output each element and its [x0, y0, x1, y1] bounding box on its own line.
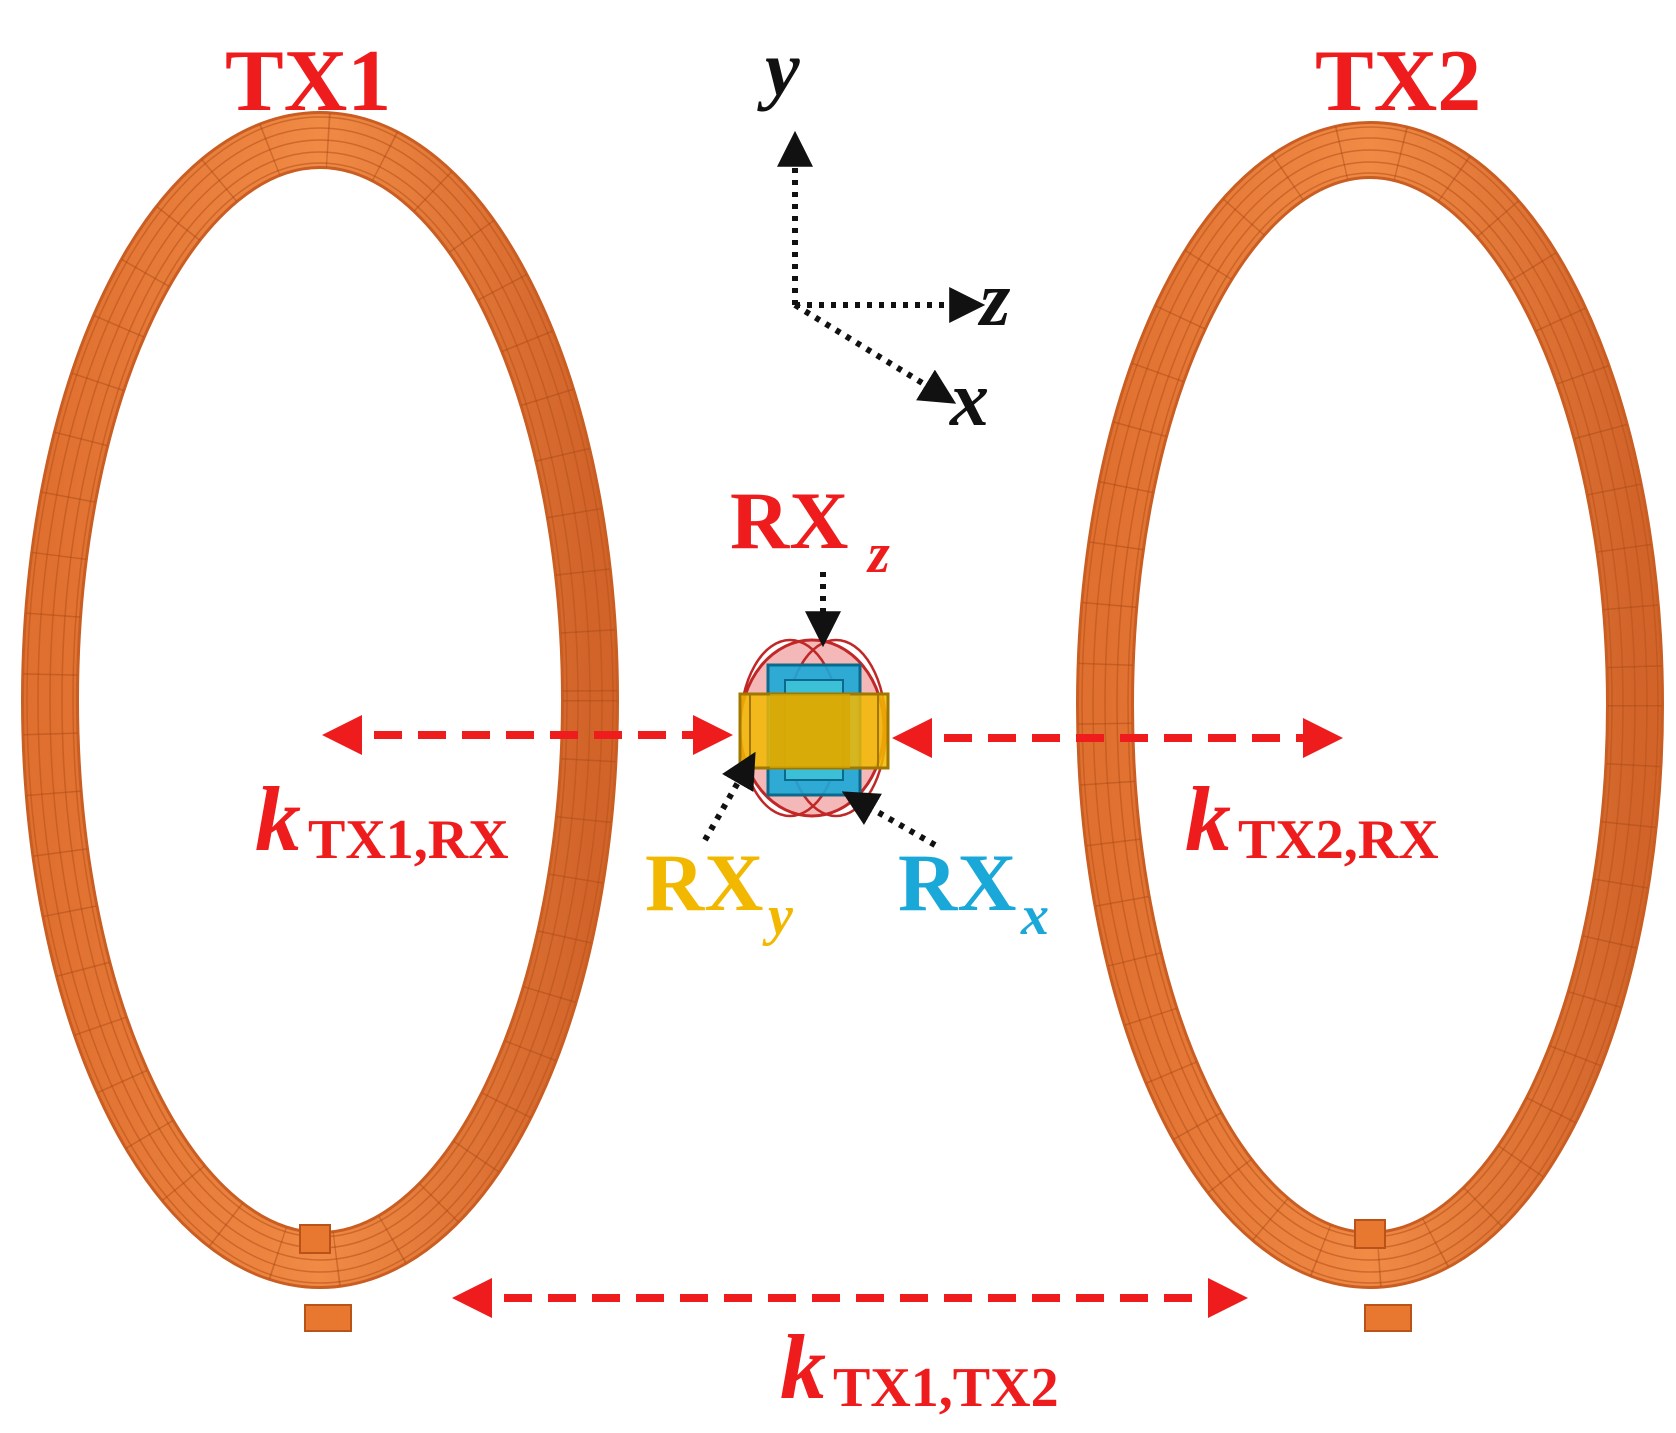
rx-z-label: RX z: [730, 475, 890, 585]
svg-text:RX: RX: [898, 837, 1016, 928]
svg-text:TX1,TX2: TX1,TX2: [833, 1357, 1059, 1419]
k-tx1-tx2-label: k TX1,TX2: [780, 1316, 1059, 1419]
rx-cube: [738, 638, 890, 818]
rx-x-pointer: [841, 791, 937, 848]
rx-x-label: RX x: [898, 837, 1049, 947]
svg-text:y: y: [762, 885, 794, 947]
axis-x-label: x: [949, 355, 989, 442]
rx-pointers: [702, 572, 937, 848]
axis-z-label: z: [977, 255, 1011, 342]
tx1-coil: [21, 111, 619, 1332]
rx-y-label: RX y: [645, 837, 794, 947]
axis-x-arrow: [793, 302, 957, 404]
coupling-arrows: [322, 715, 1343, 1318]
svg-text:RX: RX: [645, 837, 763, 928]
svg-text:TX2,RX: TX2,RX: [1238, 809, 1439, 871]
svg-text:x: x: [1020, 885, 1049, 947]
k-tx2-rx-label: k TX2,RX: [1185, 768, 1439, 871]
svg-text:RX: RX: [730, 475, 848, 566]
svg-text:TX1,RX: TX1,RX: [308, 809, 509, 871]
svg-text:k: k: [255, 768, 301, 870]
svg-text:k: k: [780, 1316, 826, 1418]
rx-y-pointer: [702, 751, 756, 842]
axes: y z x: [757, 25, 1011, 442]
tx1-label: TX1: [225, 33, 391, 130]
k-tx1-rx-label: k TX1,RX: [255, 768, 509, 871]
svg-text:z: z: [866, 523, 890, 585]
svg-text:k: k: [1185, 768, 1231, 870]
tx2-coil: [1076, 121, 1664, 1332]
tx2-label: TX2: [1315, 33, 1481, 130]
axis-y-label: y: [757, 25, 800, 112]
